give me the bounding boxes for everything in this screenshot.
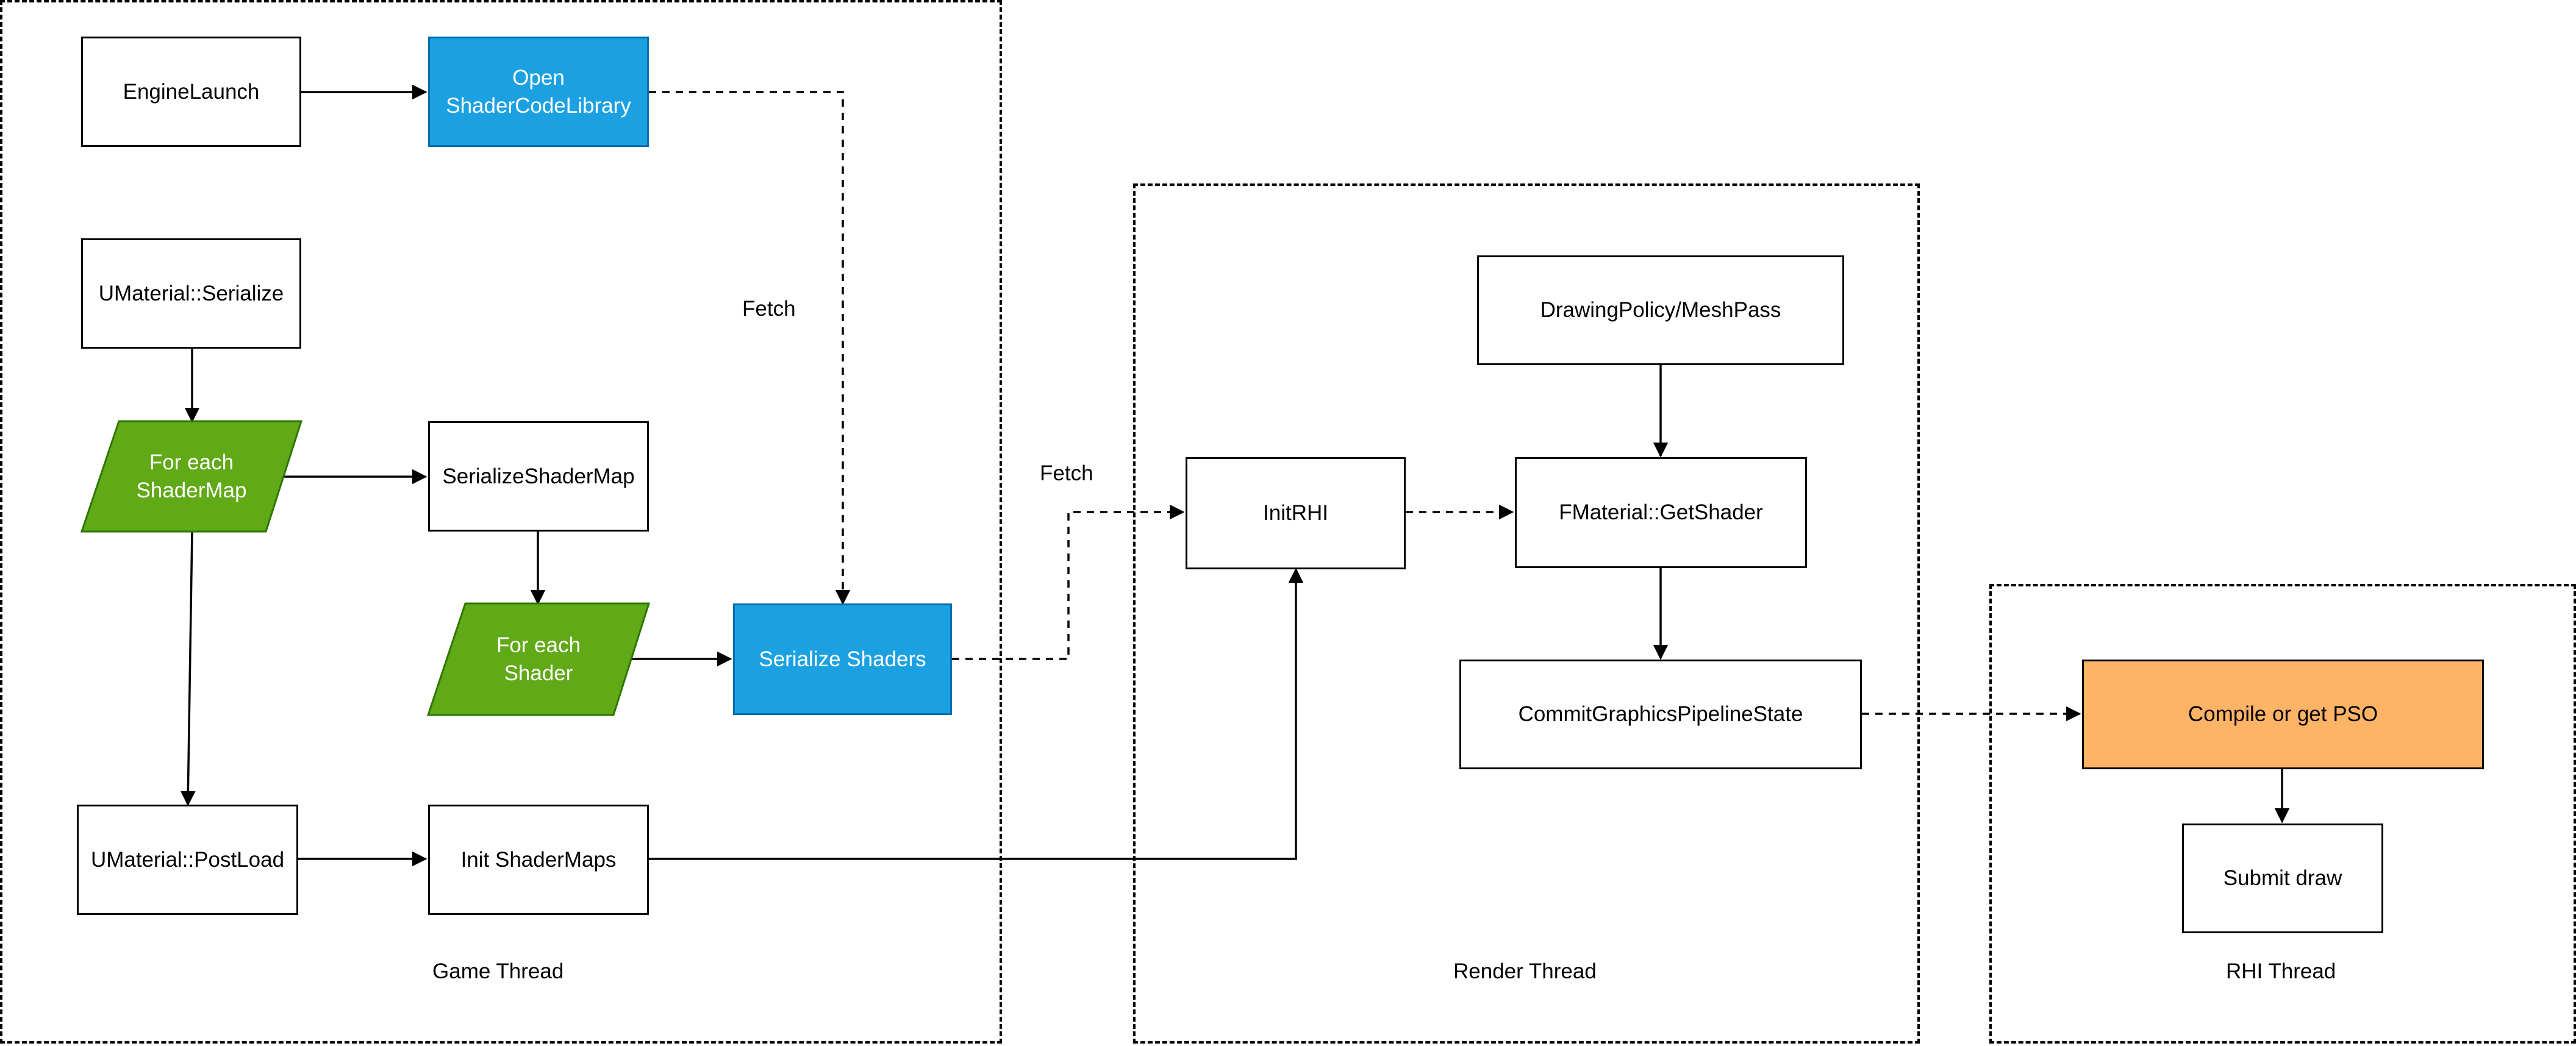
get-shader-node[interactable]: FMaterial::GetShader bbox=[1515, 457, 1807, 568]
serialize-shaders-node[interactable]: Serialize Shaders bbox=[733, 603, 952, 715]
fetch-label-2: Fetch bbox=[1040, 461, 1093, 485]
edge-open-to-serialize-shaders bbox=[649, 91, 851, 605]
drawing-policy-label: DrawingPolicy/MeshPass bbox=[1540, 298, 1781, 322]
submit-draw-node[interactable]: Submit draw bbox=[2182, 824, 2383, 933]
open-shadercodelibrary-node[interactable]: Open ShaderCodeLibrary bbox=[428, 37, 649, 147]
commit-pso-label: CommitGraphicsPipelineState bbox=[1518, 702, 1803, 727]
compile-pso-node[interactable]: Compile or get PSO bbox=[2082, 660, 2484, 769]
serialize-shadermap-node[interactable]: SerializeShaderMap bbox=[428, 421, 649, 532]
game-thread-label: Game Thread bbox=[432, 959, 564, 983]
for-each-shadermap-label: For each ShaderMap bbox=[136, 450, 247, 502]
init-shadermaps-node[interactable]: Init ShaderMaps bbox=[428, 805, 649, 915]
for-each-shadermap-shape bbox=[80, 420, 303, 533]
engine-launch-node[interactable]: EngineLaunch bbox=[81, 37, 301, 147]
serialize-shaders-label: Serialize Shaders bbox=[759, 647, 926, 671]
edge-serializeshaders-to-initrhi bbox=[952, 504, 1185, 660]
initrhi-label: InitRHI bbox=[1263, 501, 1328, 525]
umaterial-postload-node[interactable]: UMaterial::PostLoad bbox=[77, 805, 298, 915]
rhi-thread-group bbox=[1989, 584, 2576, 1044]
for-each-shader-label: For each Shader bbox=[496, 633, 581, 685]
fetch-label-1: Fetch bbox=[742, 297, 796, 321]
submit-draw-label: Submit draw bbox=[2223, 866, 2342, 891]
for-each-shader-node[interactable]: For each Shader bbox=[428, 603, 649, 715]
compile-pso-label: Compile or get PSO bbox=[2188, 702, 2378, 727]
render-thread-label: Render Thread bbox=[1453, 959, 1597, 983]
get-shader-label: FMaterial::GetShader bbox=[1559, 500, 1763, 525]
edge-initshadermaps-to-initrhi bbox=[649, 567, 1304, 860]
engine-launch-label: EngineLaunch bbox=[123, 79, 260, 104]
serialize-shadermap-label: SerializeShaderMap bbox=[442, 464, 635, 488]
render-thread-group bbox=[1133, 183, 1920, 1044]
umaterial-serialize-label: UMaterial::Serialize bbox=[98, 281, 284, 305]
umaterial-serialize-node[interactable]: UMaterial::Serialize bbox=[81, 238, 301, 349]
for-each-shadermap-node[interactable]: For each ShaderMap bbox=[82, 421, 301, 532]
init-shadermaps-label: Init ShaderMaps bbox=[460, 847, 617, 872]
initrhi-node[interactable]: InitRHI bbox=[1186, 457, 1406, 569]
open-shadercodelibrary-label: Open ShaderCodeLibrary bbox=[446, 66, 631, 118]
commit-pso-node[interactable]: CommitGraphicsPipelineState bbox=[1459, 660, 1862, 769]
rhi-thread-label: RHI Thread bbox=[2226, 959, 2336, 983]
drawing-policy-node[interactable]: DrawingPolicy/MeshPass bbox=[1477, 255, 1844, 365]
umaterial-postload-label: UMaterial::PostLoad bbox=[90, 847, 285, 872]
edge-foreach-to-postload bbox=[181, 531, 196, 806]
for-each-shader-shape bbox=[426, 602, 651, 716]
game-thread-group bbox=[0, 0, 1002, 1044]
